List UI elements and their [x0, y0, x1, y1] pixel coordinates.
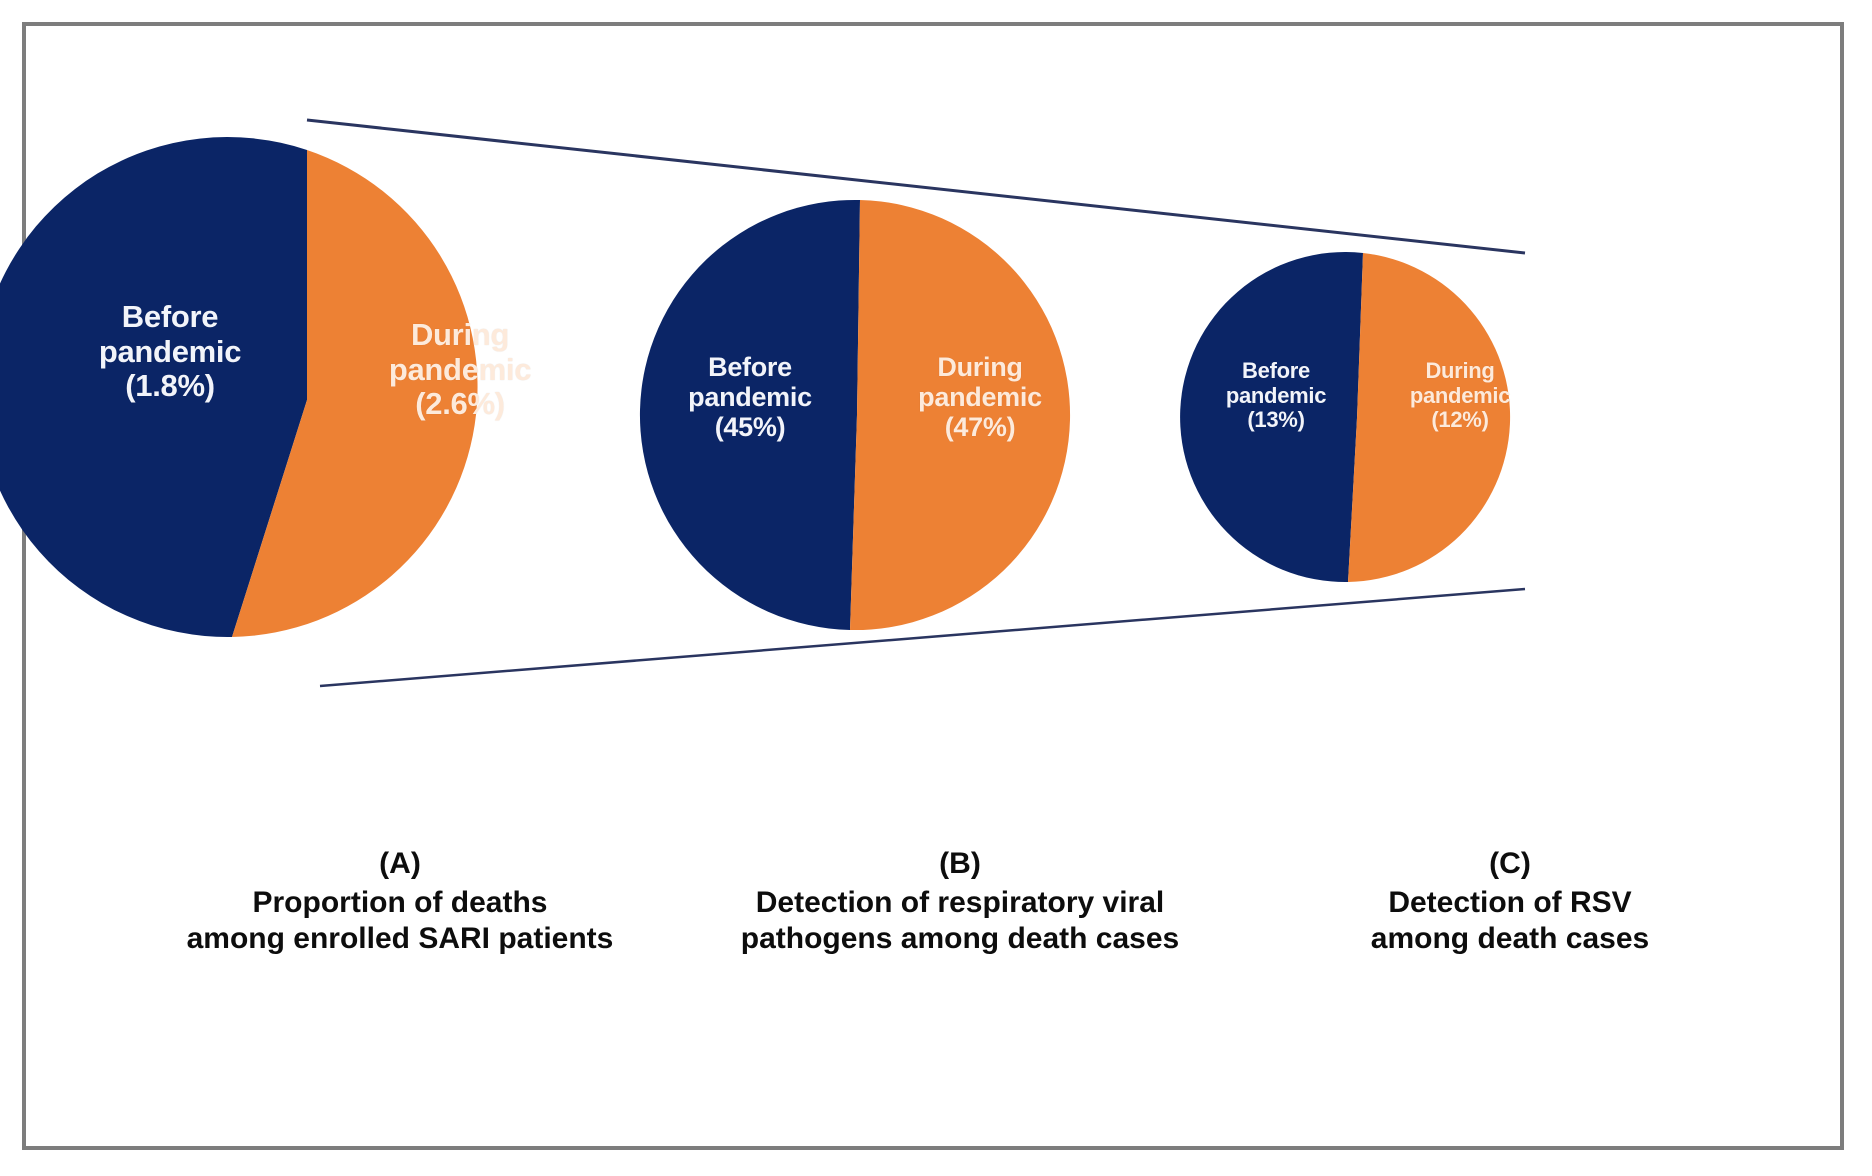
pie-a-before-line1: Before: [121, 299, 219, 334]
figure-border-frame: [22, 22, 1844, 1150]
pie-c-before-line1: Before: [1242, 358, 1310, 383]
pie-c-before-value: (13%): [1247, 407, 1305, 433]
pie-c-label-during-pandemic: During pandemic (12%): [1378, 358, 1542, 433]
caption-b-line1: Detection of respiratory viral: [755, 885, 1165, 919]
caption-panel-a: (A) Proportion of deaths among enrolled …: [80, 846, 720, 958]
pie-c-during-value: (12%): [1431, 407, 1489, 433]
caption-c-letter: (C): [1489, 847, 1531, 880]
pie-a-during-value: (2.6%): [415, 386, 505, 422]
pie-c-during-line1: During: [1425, 358, 1495, 383]
pie-b-label-before-pandemic: Before pandemic (45%): [650, 352, 850, 443]
caption-b-letter: (B): [939, 847, 981, 880]
pie-c-before-line2: pandemic: [1225, 382, 1327, 408]
caption-panel-c: (C) Detection of RSV among death cases: [1230, 846, 1790, 958]
caption-c-line1: Detection of RSV: [1388, 885, 1632, 919]
pie-b-before-line2: pandemic: [688, 382, 812, 413]
pie-a-during-line1: During: [410, 317, 510, 352]
pie-b-during-line1: During: [937, 352, 1023, 382]
pie-a-label-before-pandemic: Before pandemic (1.8%): [60, 299, 280, 404]
pie-c-label-before-pandemic: Before pandemic (13%): [1194, 358, 1358, 433]
pie-b-during-value: (47%): [944, 412, 1016, 443]
pie-a-before-line2: pandemic: [98, 333, 242, 369]
caption-a-letter: (A): [379, 847, 421, 880]
pie-a-before-value: (1.8%): [125, 368, 215, 404]
pie-b-during-line2: pandemic: [918, 382, 1042, 413]
pie-a-during-line2: pandemic: [388, 351, 532, 387]
pie-c-during-line2: pandemic: [1409, 382, 1511, 408]
pie-b-label-during-pandemic: During pandemic (47%): [880, 352, 1080, 443]
caption-c-line2: among death cases: [1370, 922, 1650, 956]
caption-a-line2: among enrolled SARI patients: [186, 922, 614, 956]
caption-a-line1: Proportion of deaths: [252, 885, 548, 919]
caption-b-line2: pathogens among death cases: [740, 922, 1180, 956]
pie-b-before-value: (45%): [714, 412, 786, 443]
caption-panel-b: (B) Detection of respiratory viral patho…: [630, 846, 1290, 958]
pie-b-before-line1: Before: [708, 352, 792, 382]
pie-a-label-during-pandemic: During pandemic (2.6%): [340, 317, 580, 422]
